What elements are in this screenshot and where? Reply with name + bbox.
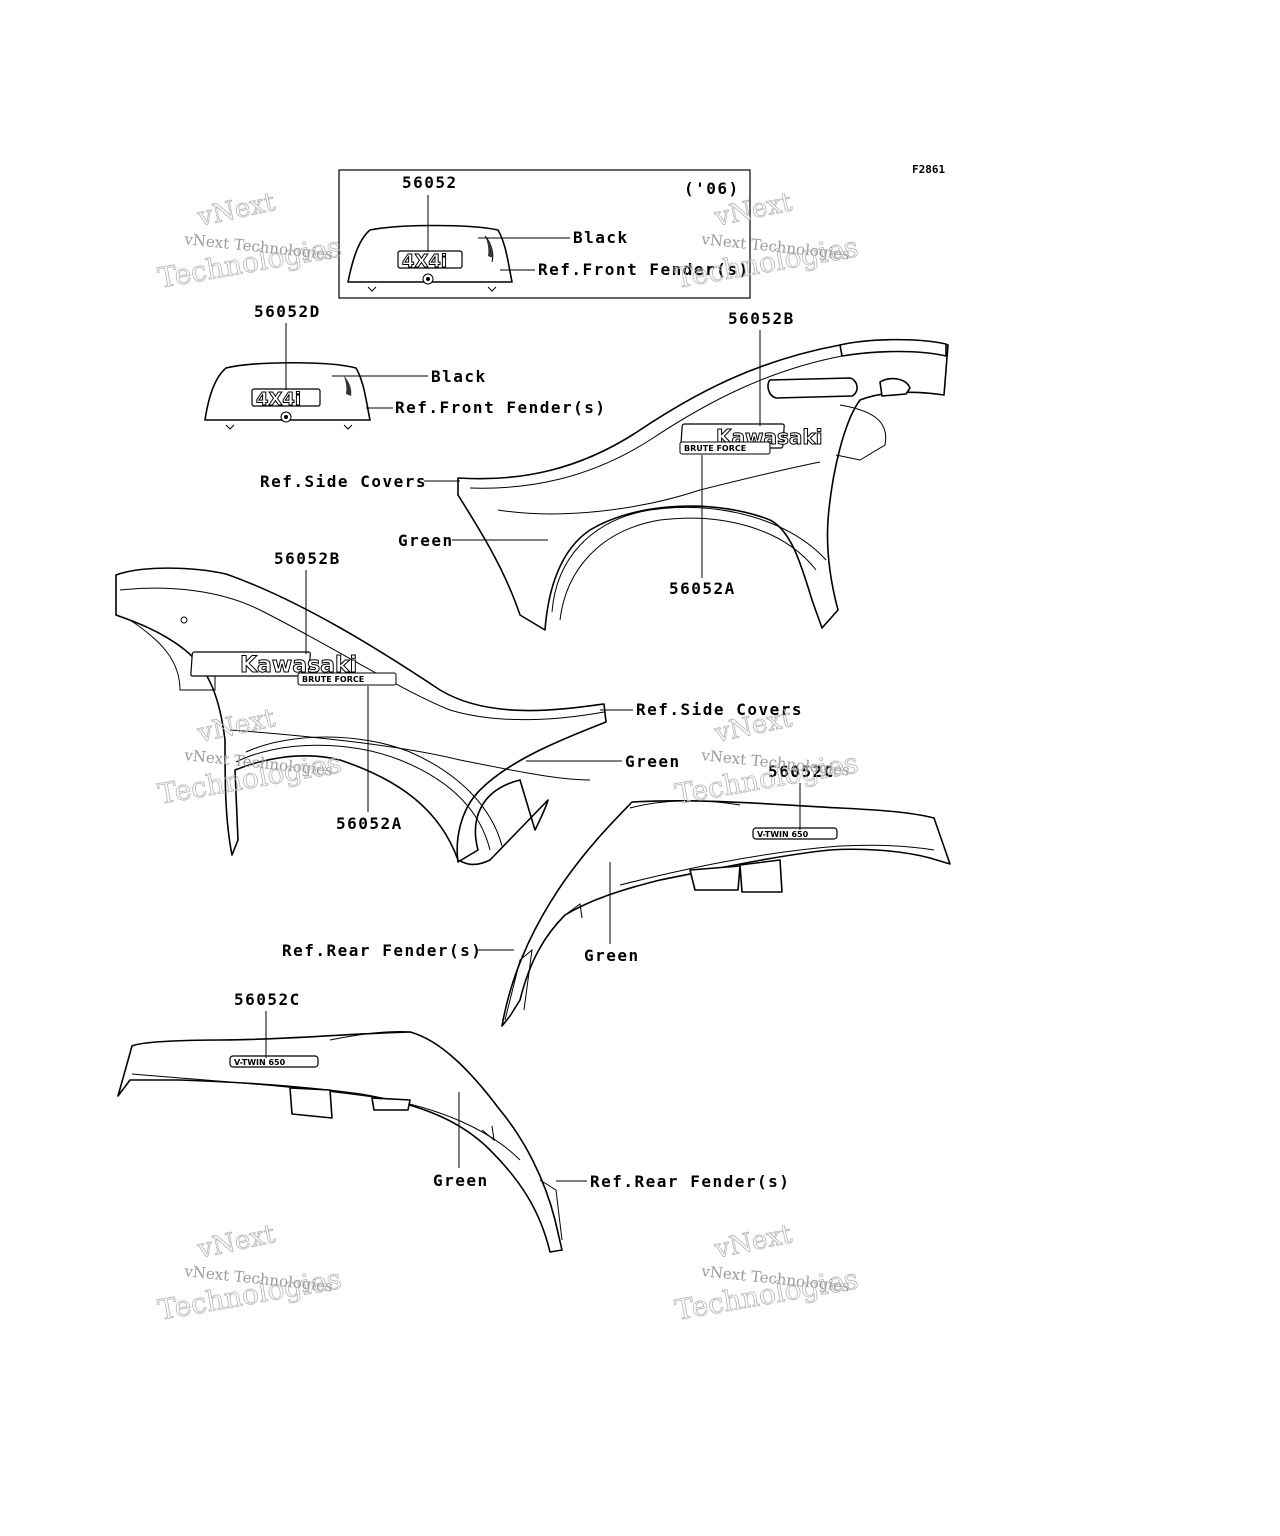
front-decal-d-group: 56052D 4X4i Black Ref.Front Fender(s): [204, 302, 607, 430]
cover-vent: [486, 238, 494, 258]
decal-kawasaki-frame-left: [190, 651, 311, 677]
right-side-cover-group: Kawasaki BRUTE FORCE 56052B 56052A Ref.S…: [260, 309, 949, 631]
rear-right-top: [629, 800, 741, 809]
left-side-cover-group: Kawasaki BRUTE FORCE 56052B 56052A Ref.S…: [115, 549, 803, 866]
rear-right-bracket-1: [689, 865, 741, 891]
right-side-cover: [457, 339, 949, 631]
watermark-top-right: vNext vNext Technologies Technologies: [672, 187, 861, 296]
color-green-rear-right: Green: [584, 946, 640, 965]
decal-vtwin-right: V-TWIN 650: [757, 830, 809, 839]
part-number-56052B-right: 56052B: [728, 309, 795, 328]
figure-code: F2861: [912, 163, 945, 176]
left-cover-ridge: [119, 587, 605, 721]
decal-vtwin-frame-right: [752, 827, 838, 840]
cover-vent-right: [767, 377, 858, 399]
ref-side-covers-left: Ref.Side Covers: [636, 700, 803, 719]
ref-front-fender-top: Ref.Front Fender(s): [538, 260, 750, 279]
rear-left-clip: [481, 1125, 495, 1142]
cover-tabs-d: [225, 424, 353, 430]
cover-arch: [551, 507, 827, 613]
year-note: ('06): [684, 179, 740, 198]
ref-front-fender-d: Ref.Front Fender(s): [395, 398, 607, 417]
watermark-text: vNext: [194, 187, 278, 233]
left-side-cover: [115, 567, 607, 866]
part-number-56052A-left: 56052A: [336, 814, 403, 833]
rear-right-leg: [504, 948, 533, 1021]
cover-side-panel: [835, 404, 887, 461]
left-cover-arch-inner: [245, 736, 503, 847]
rear-left-lower-edge: [131, 1073, 521, 1161]
part-number-56052C-left: 56052C: [234, 990, 301, 1009]
ref-rear-fender-left: Ref.Rear Fender(s): [590, 1172, 790, 1191]
ref-side-covers-right: Ref.Side Covers: [260, 472, 427, 491]
watermark-bottom-right: vNext vNext Technologies Technologies: [672, 1219, 861, 1328]
cover-arch-inner: [559, 517, 817, 621]
color-black-top: Black: [573, 228, 629, 247]
rear-fender-right: [501, 800, 951, 1027]
decal-brute-left: BRUTE FORCE: [302, 675, 364, 684]
rear-left-top: [329, 1030, 413, 1041]
cover-tabs: [367, 286, 497, 292]
left-cover-panel: [129, 619, 216, 691]
watermark-text: vNext: [194, 1219, 278, 1265]
color-green-right: Green: [398, 531, 454, 550]
rear-fender-left-group: V-TWIN 650 56052C Green Ref.Rear Fender(…: [117, 990, 790, 1253]
front-decal-box-group: ('06) 56052 4X4i Black Ref.Front Fender(…: [338, 169, 751, 299]
cover-vent-d: [344, 376, 352, 396]
cover-ridge: [469, 355, 843, 489]
cover-crease: [497, 461, 821, 515]
badge-4x4i-d: 4X4i: [256, 389, 301, 410]
rear-left-bracket-2: [371, 1097, 411, 1111]
rear-right-lower-edge: [619, 844, 935, 886]
watermark-top-left: vNext vNext Technologies Technologies: [155, 187, 344, 296]
part-number-56052B-left: 56052B: [274, 549, 341, 568]
watermark-text: vNext: [711, 1219, 795, 1265]
bolt-center-d: [284, 415, 288, 419]
rear-left-bracket-1: [289, 1087, 333, 1119]
rear-right-clip: [564, 903, 583, 919]
decal-vtwin-left: V-TWIN 650: [234, 1058, 286, 1067]
cover-rail: [839, 338, 947, 357]
color-green-rear-left: Green: [433, 1171, 489, 1190]
cover-knob-right: [879, 377, 911, 397]
badge-4x4i: 4X4i: [402, 251, 447, 272]
part-number-56052A-right: 56052A: [669, 579, 736, 598]
bolt-center: [426, 277, 430, 281]
color-green-left: Green: [625, 752, 681, 771]
ref-rear-fender-right: Ref.Rear Fender(s): [282, 941, 482, 960]
badge-frame: [397, 250, 463, 269]
decal-brute-right: BRUTE FORCE: [684, 444, 746, 453]
part-number-56052D: 56052D: [254, 302, 321, 321]
decal-brute-frame-left: [297, 672, 397, 686]
left-cover-arch: [235, 744, 491, 851]
decal-brute-frame-right: [679, 441, 771, 455]
watermark-mid-right: vNext vNext Technologies Technologies: [672, 703, 861, 812]
rear-fender-right-group: V-TWIN 650 56052C Green Ref.Rear Fender(…: [282, 762, 951, 1027]
left-cover-hole: [180, 616, 188, 624]
rear-fender-left: [117, 1031, 563, 1253]
rear-left-leg: [539, 1179, 563, 1241]
left-cover-crease: [229, 729, 591, 781]
watermark-bottom-left: vNext vNext Technologies Technologies: [155, 1219, 344, 1328]
color-black-d: Black: [431, 367, 487, 386]
decal-vtwin-frame-left: [229, 1055, 319, 1068]
part-number-56052: 56052: [402, 173, 458, 192]
year-box: [338, 169, 751, 299]
rear-right-bracket-2: [739, 859, 783, 893]
part-number-56052C-right: 56052C: [768, 762, 835, 781]
